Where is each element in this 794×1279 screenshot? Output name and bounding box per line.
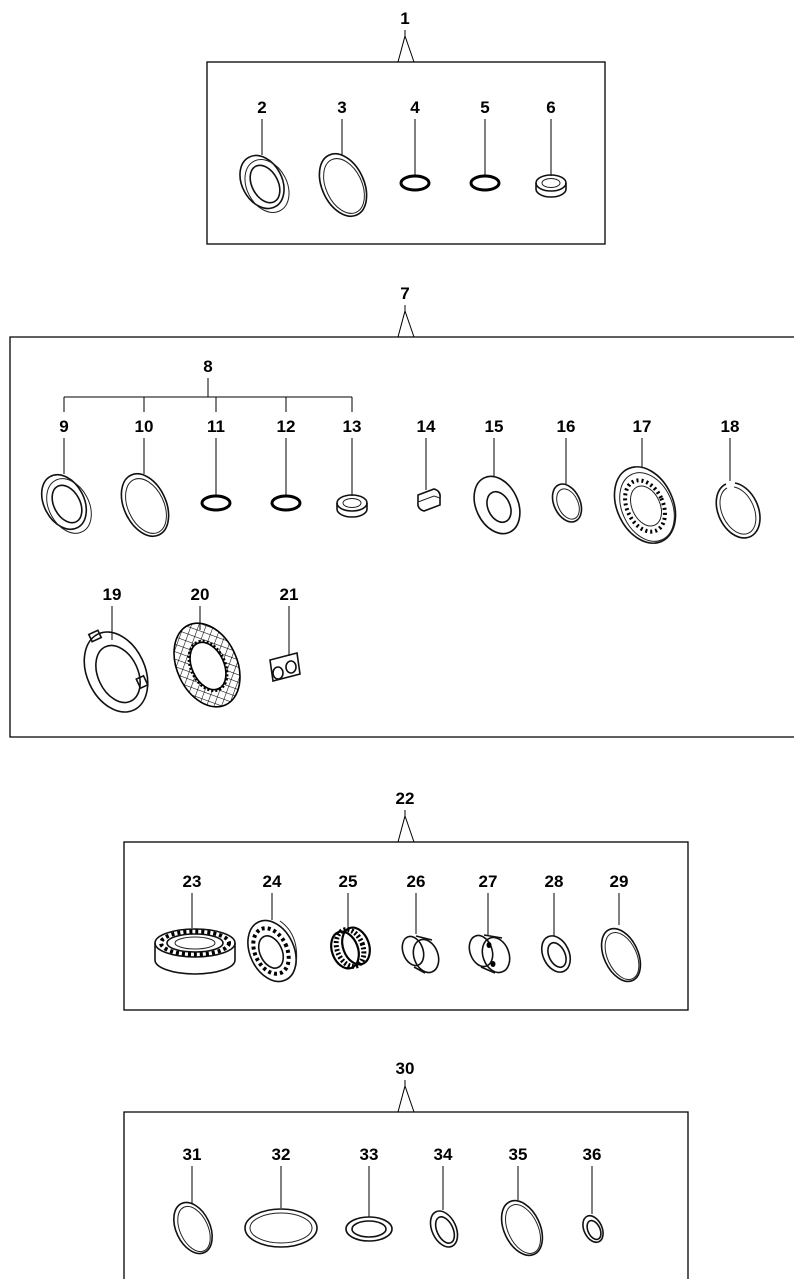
label-14: 14 [417,417,436,436]
label-23: 23 [183,872,202,891]
part-14-key [417,488,441,512]
label-13: 13 [343,417,362,436]
part-26-bushing [401,935,440,974]
label-30: 30 [396,1059,415,1078]
part-3-ring [318,153,368,217]
label-9: 9 [59,417,68,436]
part-17-clutch-plate [613,466,677,544]
part-35-ring [500,1199,544,1257]
label-21: 21 [280,585,299,604]
part-29-ring [600,927,642,983]
label-16: 16 [557,417,576,436]
label-28: 28 [545,872,564,891]
leader-22 [397,810,415,843]
group-30: 30 31 32 33 34 35 [123,1059,689,1279]
part-6-washer [535,174,567,198]
label-3: 3 [337,98,346,117]
part-24-roller-bearing [247,919,298,983]
group-7: 7 8 9 10 11 12 13 [9,284,794,738]
part-16-ring [551,483,583,523]
label-6: 6 [546,98,555,117]
label-24: 24 [263,872,282,891]
label-4: 4 [410,98,420,117]
label-18: 18 [721,417,740,436]
part-13-washer [336,494,368,518]
label-17: 17 [633,417,652,436]
frame-group-22 [123,841,689,1011]
part-23-ball-bearing [154,928,236,975]
label-25: 25 [339,872,358,891]
label-8: 8 [203,357,212,376]
label-15: 15 [485,417,504,436]
group-1: 1 2 3 4 5 6 [206,9,606,245]
group-22: 22 23 24 25 26 [123,789,689,1011]
label-1: 1 [400,9,409,28]
part-10-ring [120,473,170,537]
label-27: 27 [479,872,498,891]
part-33-ring [345,1216,393,1242]
part-31-ring [173,1201,213,1255]
label-36: 36 [583,1145,602,1164]
label-5: 5 [480,98,489,117]
leader-7 [397,305,415,338]
part-15-bushing [473,475,521,535]
part-19-thrust-plate [83,629,149,713]
label-34: 34 [434,1145,453,1164]
part-34-ring [429,1210,459,1248]
part-4-o-ring [399,174,431,192]
part-11-o-ring [200,494,232,512]
label-22: 22 [396,789,415,808]
label-19: 19 [103,585,122,604]
frame-group-7 [9,336,794,738]
part-32-ring [244,1208,318,1248]
label-31: 31 [183,1145,202,1164]
part-12-o-ring [270,494,302,512]
label-10: 10 [135,417,154,436]
leader-1 [397,30,415,63]
label-2: 2 [257,98,266,117]
part-5-o-ring [469,174,501,192]
part-9-seal [40,473,92,534]
label-7: 7 [400,284,409,303]
part-28-ring [540,935,572,973]
part-21-clip [269,652,301,682]
label-32: 32 [272,1145,291,1164]
label-11: 11 [207,417,225,436]
frame-group-1 [206,61,606,245]
part-36-ring [582,1214,604,1244]
frame-group-30 [123,1111,689,1279]
part-2-seal [239,154,290,213]
label-35: 35 [509,1145,528,1164]
label-12: 12 [277,417,296,436]
part-25-needle-bearing [330,926,371,970]
label-20: 20 [191,585,210,604]
label-26: 26 [407,872,426,891]
label-33: 33 [360,1145,379,1164]
leader-30 [397,1080,415,1113]
part-20-friction-disc [173,622,241,708]
label-29: 29 [610,872,629,891]
part-27-collar [468,934,511,974]
part-18-snap-ring [715,482,761,539]
